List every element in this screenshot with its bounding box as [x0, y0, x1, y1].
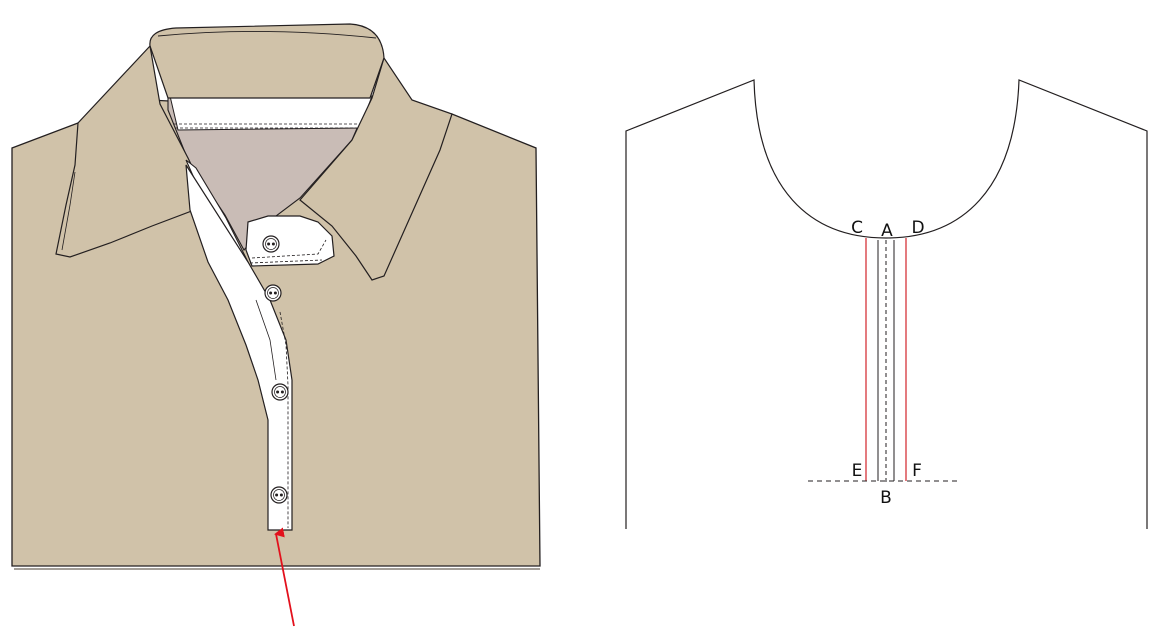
button-icon: [270, 486, 288, 504]
back-neck-band: [169, 95, 373, 131]
collar-left: [55, 44, 211, 258]
button-icon: [262, 235, 280, 253]
button-icon: [264, 284, 282, 302]
polo-shirt-illustration: [11, 23, 541, 627]
red-arrow: [274, 527, 295, 627]
point-label-f: F: [912, 461, 922, 481]
point-label-a: A: [881, 221, 893, 241]
top-placket: [185, 164, 293, 531]
front-pattern-diagram: C A D E F B: [625, 79, 1148, 529]
point-label-c: C: [851, 218, 863, 238]
collar-right: [299, 56, 453, 281]
point-label-e: E: [852, 461, 863, 481]
pattern-outline: [625, 79, 1148, 529]
button-icon: [271, 383, 289, 401]
point-label-d: D: [911, 218, 924, 238]
placket-top-flap: [245, 215, 335, 267]
point-label-b: B: [880, 488, 892, 508]
